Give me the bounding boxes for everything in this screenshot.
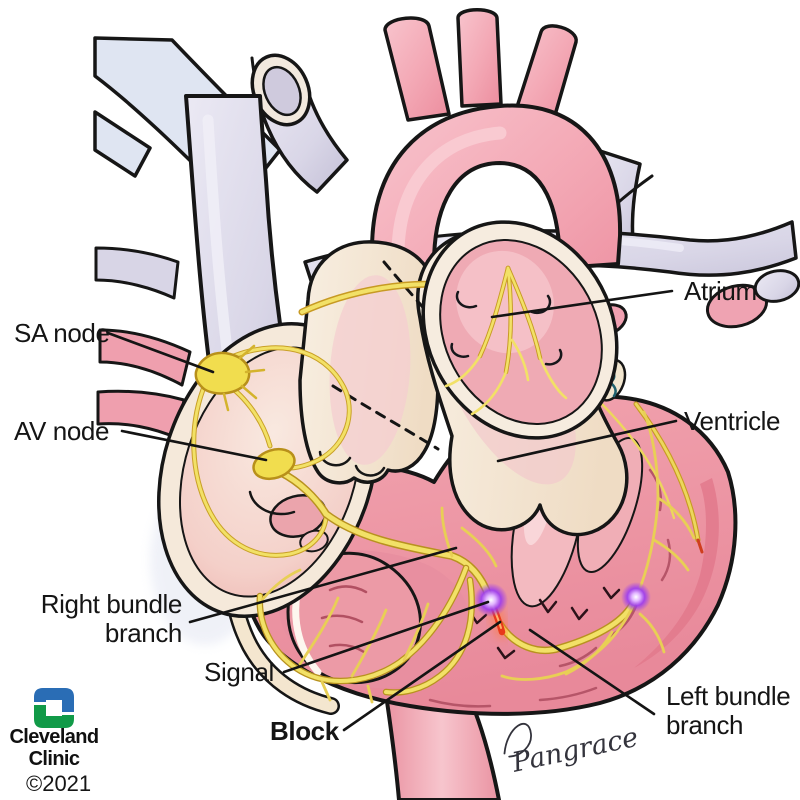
- signal-glow-left: [474, 583, 508, 617]
- logo-wordmark-line1: Cleveland: [9, 726, 98, 748]
- leader-left-bundle: [528, 628, 656, 716]
- signature-flourish: [503, 722, 532, 758]
- label-av-node: AV node: [14, 416, 109, 446]
- label-ventricle: Ventricle: [684, 406, 780, 436]
- av-node: [252, 447, 296, 481]
- cleveland-clinic-logo: Cleveland Clinic ©2021: [9, 688, 99, 796]
- label-signal: Signal: [204, 657, 274, 687]
- label-right-bundle-line2: branch: [105, 618, 182, 648]
- leader-lines: [106, 289, 678, 732]
- left-bundle-branch-path: [496, 410, 696, 681]
- leader-atrium: [490, 289, 674, 319]
- ventricle-wall-shading: [634, 478, 719, 668]
- left-atrium: [421, 220, 619, 440]
- label-block: Block: [270, 716, 340, 746]
- sa-node: [194, 344, 266, 412]
- cleveland-clinic-logo-mark-icon: [34, 688, 74, 728]
- label-left-bundle-line1: Left bundle: [666, 681, 790, 711]
- leader-block: [342, 620, 502, 732]
- right-pulmonary-veins: [94, 246, 192, 440]
- label-atrium: Atrium: [684, 276, 757, 306]
- aorta-branches: [383, 8, 578, 124]
- aorta: [370, 8, 623, 338]
- leader-sa-node: [106, 331, 215, 374]
- labels: SA node AV node Atrium Ventricle Right b…: [14, 276, 791, 746]
- signal-glow-right: [621, 582, 651, 612]
- label-sa-node: SA node: [14, 318, 110, 348]
- innominate-vessel-cut: [250, 53, 349, 194]
- hidden-conduction-dashes: [331, 260, 444, 451]
- copyright-text: ©2021: [26, 771, 91, 796]
- atrial-purkinje-fan: [444, 265, 568, 416]
- leader-signal: [282, 600, 490, 674]
- label-right-bundle-line1: Right bundle: [41, 589, 182, 619]
- his-bundle: [276, 468, 493, 601]
- logo-wordmark-line2: Clinic: [29, 748, 80, 770]
- label-left-bundle-line2: branch: [666, 710, 743, 740]
- leader-av-node: [120, 429, 268, 462]
- leader-ventricle: [496, 419, 678, 463]
- leader-right-bundle: [188, 546, 458, 624]
